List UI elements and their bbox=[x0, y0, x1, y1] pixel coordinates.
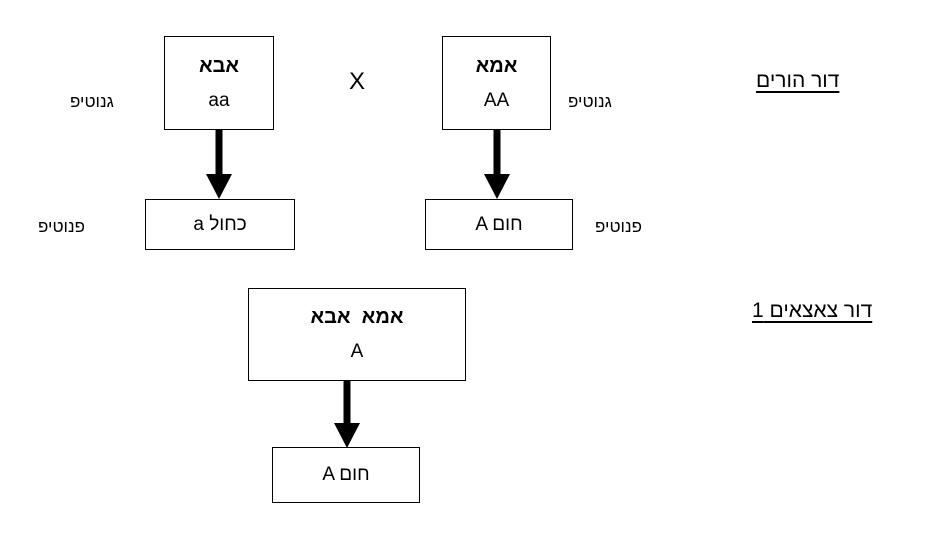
genotype-label-right: גנוטיפ bbox=[568, 92, 612, 111]
offspring-genotype-box: אמא אבא A bbox=[248, 288, 466, 381]
mother-phenotype-value: A חום bbox=[475, 213, 523, 235]
offspring-genotype-value: A bbox=[350, 341, 364, 363]
genotype-label-left: גנוטיפ bbox=[70, 92, 114, 111]
arrow-father-genotype-to-phenotype bbox=[203, 130, 235, 200]
mother-phenotype-box: A חום bbox=[425, 199, 573, 250]
offspring-phenotype-box: A חום bbox=[272, 447, 420, 503]
offspring-phenotype-value: A חום bbox=[322, 464, 370, 486]
offspring-parents-label: אמא אבא bbox=[310, 306, 404, 329]
cross-symbol: X bbox=[349, 68, 366, 95]
arrow-mother-genotype-to-phenotype bbox=[481, 130, 513, 200]
phenotype-label-right: פנוטיפ bbox=[595, 217, 642, 236]
mother-genotype-value: AA bbox=[483, 89, 510, 111]
generation-heading-offspring: דור צאצאים 1 bbox=[752, 299, 873, 322]
arrow-offspring-genotype-to-phenotype bbox=[331, 381, 363, 449]
father-phenotype-value: a כחול bbox=[193, 213, 247, 235]
phenotype-label-left: פנוטיפ bbox=[38, 217, 85, 236]
father-name-label: אבא bbox=[198, 54, 240, 77]
mother-name-label: אמא bbox=[475, 54, 518, 77]
father-genotype-value: aa bbox=[208, 89, 230, 111]
father-genotype-box: אבא aa bbox=[164, 36, 274, 130]
mother-genotype-box: אמא AA bbox=[442, 36, 551, 130]
father-phenotype-box: a כחול bbox=[145, 199, 295, 250]
generation-heading-parents: דור הורים bbox=[756, 69, 840, 92]
